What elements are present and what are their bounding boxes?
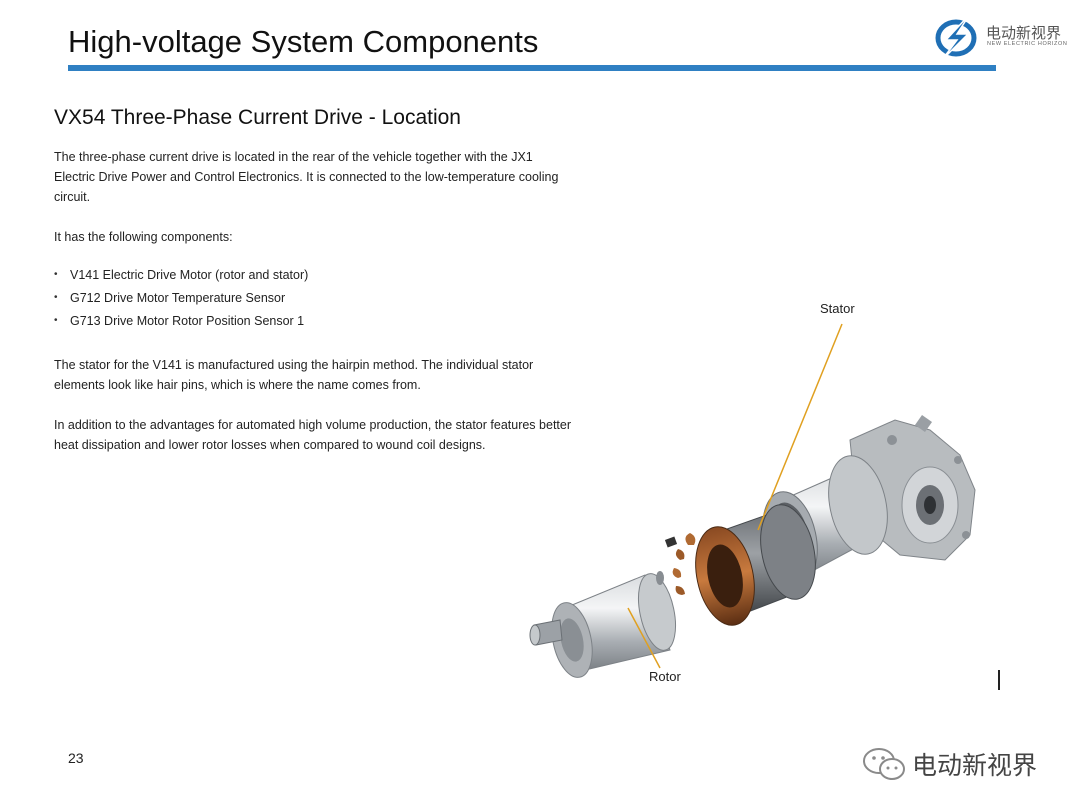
- page-title: High-voltage System Components: [68, 24, 539, 59]
- logo-name-en: NEW ELECTRIC HORIZON: [987, 41, 1068, 47]
- component-list: V141 Electric Drive Motor (rotor and sta…: [54, 265, 308, 334]
- logo-name-cn: 电动新视界: [986, 25, 1062, 42]
- title-divider: [68, 65, 996, 71]
- watermark: 电动新视界: [862, 744, 1062, 784]
- rotor: [529, 571, 677, 678]
- hairpin-paragraph: The stator for the V141 is manufactured …: [54, 358, 534, 392]
- components-intro: It has the following components:: [54, 230, 233, 244]
- wechat-icon: [863, 748, 905, 780]
- intro-paragraph: The three-phase current drive is located…: [54, 150, 559, 204]
- stator-leader-line: [757, 323, 843, 531]
- stator: [664, 504, 816, 626]
- watermark-text: 电动新视界: [912, 752, 1038, 780]
- brand-logo: 电动新视界 NEW ELECTRIC HORIZON: [930, 10, 1070, 62]
- list-item: G713 Drive Motor Rotor Position Sensor 1: [54, 311, 308, 334]
- advantages-paragraph: In addition to the advantages for automa…: [54, 418, 571, 452]
- list-item: G712 Drive Motor Temperature Sensor: [54, 288, 308, 311]
- rotor-leader-line: [627, 607, 661, 669]
- rotor-label: Rotor: [649, 669, 681, 684]
- section-heading: VX54 Three-Phase Current Drive - Locatio…: [54, 106, 461, 129]
- lightning-bolt-icon: [935, 13, 977, 61]
- stator-label: Stator: [820, 301, 855, 316]
- cursor-marker: [998, 670, 1000, 690]
- motor-exploded-illustration: [529, 323, 976, 678]
- page-number: 23: [68, 750, 84, 766]
- list-item: V141 Electric Drive Motor (rotor and sta…: [54, 265, 308, 288]
